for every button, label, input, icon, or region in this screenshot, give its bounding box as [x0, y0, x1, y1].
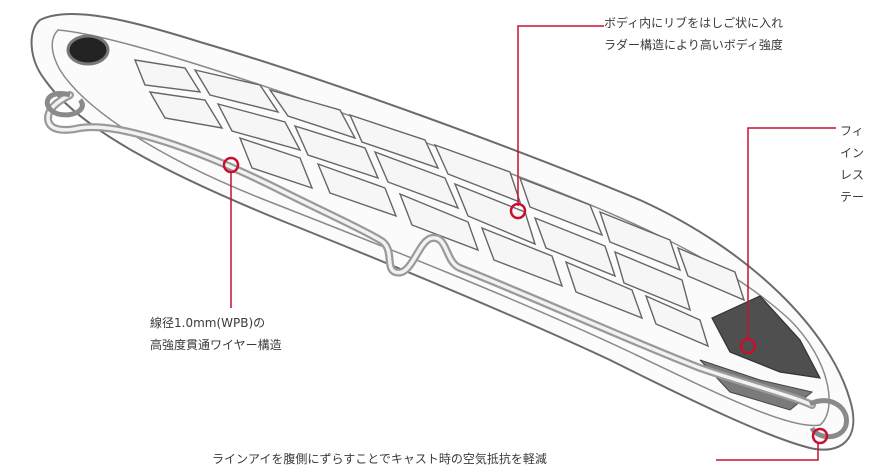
label-weight-line1: フィ	[840, 124, 864, 138]
rib-cell	[564, 260, 644, 320]
label-weight: フィ イン レス テー	[840, 120, 864, 208]
callout-weight-marker	[739, 337, 757, 355]
rib-cell	[193, 68, 280, 114]
callout-rib-leader	[517, 25, 604, 206]
rib-cell	[348, 113, 440, 170]
rib-cell	[480, 226, 564, 288]
rib-cell	[268, 88, 357, 140]
label-rib-ladder: ボディ内にリブをはしご状に入れ ラダー構造により高いボディ強度	[604, 12, 783, 56]
label-weight-line3: レス	[840, 168, 865, 182]
rib-cell	[373, 150, 460, 210]
label-line-eye-text: ラインアイを腹側にずらすことでキャスト時の空気抵抗を軽減	[212, 452, 547, 466]
label-line-eye: ラインアイを腹側にずらすことでキャスト時の空気抵抗を軽減	[212, 448, 547, 470]
lure-eye	[66, 34, 110, 66]
callout-rib-marker	[509, 202, 527, 220]
label-weight-line2: イン	[840, 146, 865, 160]
callout-weight-leader	[747, 127, 836, 340]
rib-cell	[518, 176, 604, 237]
rib-cell	[216, 102, 302, 152]
callout-wire	[222, 156, 240, 308]
rib-cell	[453, 182, 537, 246]
rib-cell	[238, 136, 314, 190]
label-through-wire-line2: 高強度貫通ワイヤー構造	[150, 338, 282, 352]
label-weight-line4: テー	[840, 190, 865, 204]
label-through-wire: 線径1.0mm(WPB)の 高強度貫通ワイヤー構造	[150, 312, 282, 356]
rib-cell	[316, 162, 398, 218]
rib-cell	[148, 91, 224, 129]
rib-cell	[133, 59, 202, 93]
rib-cell	[613, 250, 692, 312]
rib-cell	[398, 192, 480, 252]
callout-line-eye-marker	[811, 427, 829, 445]
through-wire-core	[46, 93, 814, 407]
front-wire-loop	[44, 91, 85, 118]
rib-cell	[644, 294, 710, 348]
rib-cell	[533, 216, 617, 278]
rib-cell	[676, 246, 746, 302]
callout-line-eye	[716, 427, 829, 461]
label-rib-ladder-line1: ボディ内にリブをはしご状に入れ	[604, 16, 784, 30]
label-rib-ladder-line2: ラダー構造により高いボディ強度	[604, 38, 783, 52]
rib-ladder-structure	[133, 59, 746, 348]
callout-line-eye-leader	[716, 442, 819, 461]
callout-rib	[509, 25, 604, 220]
rib-cell	[433, 143, 522, 204]
rib-cell	[293, 124, 380, 180]
line-eye-loop	[808, 398, 849, 440]
rib-cell	[598, 210, 682, 272]
label-through-wire-line1: 線径1.0mm(WPB)の	[150, 316, 266, 330]
weight-chamber	[711, 295, 822, 379]
callout-weight	[739, 127, 836, 355]
